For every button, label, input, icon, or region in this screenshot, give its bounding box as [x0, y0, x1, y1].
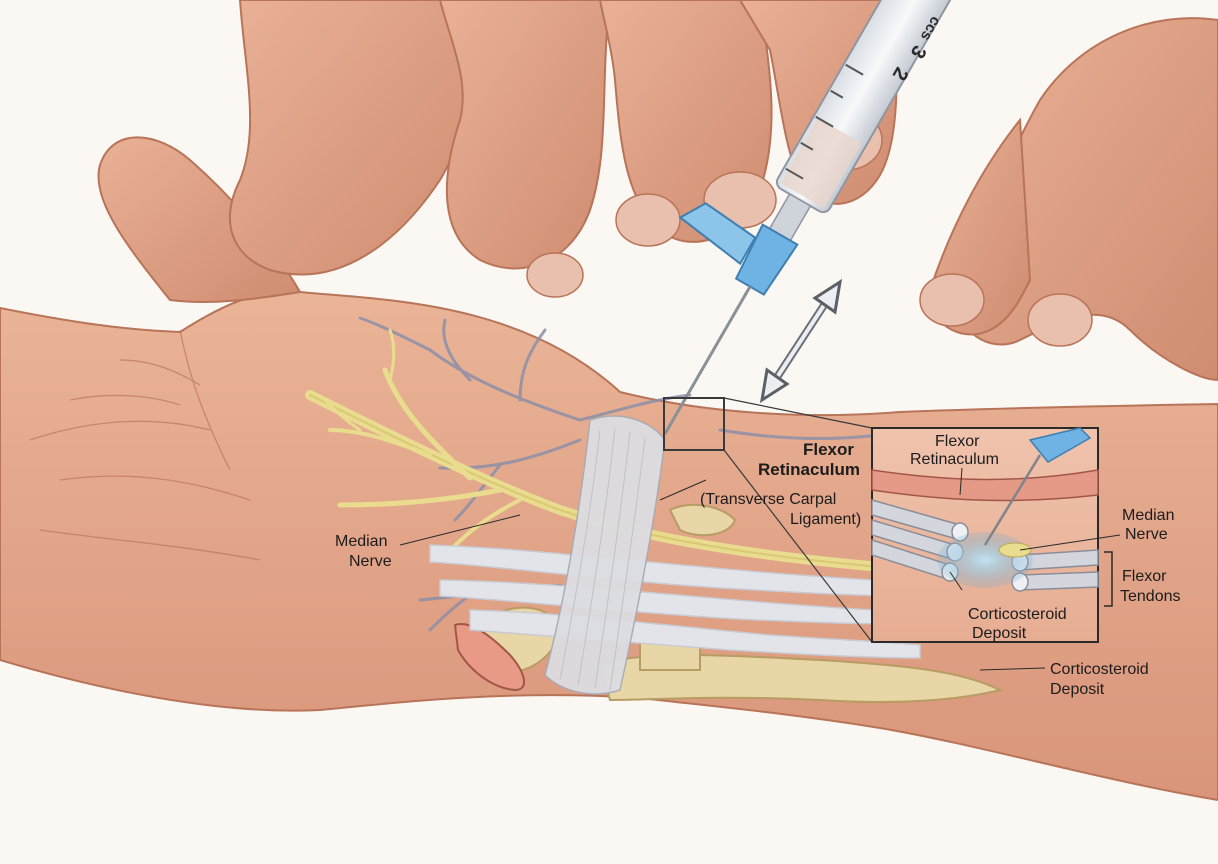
inset-corticosteroid-label-2: Deposit: [972, 625, 1027, 642]
doctor-left-hand: [229, 0, 898, 298]
zoom-box: [663, 397, 725, 451]
palm-creases: [29, 329, 261, 561]
median-nerve-label-1: Median: [335, 533, 388, 550]
leader-lines: [399, 479, 1046, 671]
inset-corticosteroid-label-1: Corticosteroid: [968, 606, 1067, 623]
zoom-line-bottom: [723, 449, 873, 643]
corticosteroid-label-2: Deposit: [1050, 681, 1105, 698]
inset-needle: [983, 427, 1092, 546]
hub-wing: [678, 202, 757, 266]
inset-nerve: [998, 542, 1032, 558]
needle: [663, 285, 752, 435]
tendons-bracket: [1104, 551, 1113, 607]
inset-retinaculum-label-2: Retinaculum: [910, 451, 999, 468]
median-nerve: [305, 328, 875, 571]
inset-flexor-tendons-label-1: Flexor: [1122, 568, 1167, 585]
flexor-retinaculum-sub-2: Ligament): [790, 511, 862, 528]
direction-arrow-icon: [759, 278, 843, 404]
zoom-line-top: [723, 397, 873, 429]
inset-deposit: [937, 532, 1033, 588]
doctor-right-hand: [919, 17, 1218, 382]
inset-median-nerve-label-2: Nerve: [1125, 526, 1168, 543]
flexor-retinaculum-band: [544, 415, 666, 695]
inset-panel: [871, 427, 1121, 643]
median-nerve-label-2: Nerve: [349, 553, 392, 570]
flexor-retinaculum-sub-1: (Transverse Carpal: [700, 491, 837, 508]
flexor-retinaculum-title-2: Retinaculum: [758, 460, 861, 479]
syringe-scale: [785, 63, 864, 180]
inset-median-nerve-label-1: Median: [1122, 507, 1175, 524]
inset-retinaculum-label-1: Flexor: [935, 433, 980, 450]
syringe-fluid: [780, 118, 862, 209]
syringe: [663, 0, 1005, 435]
patient-thumb: [97, 136, 302, 303]
flexor-retinaculum-title: Flexor: [803, 440, 855, 459]
corticosteroid-label-1: Corticosteroid: [1050, 661, 1149, 678]
inset-flexor-tendons-label-2: Tendons: [1120, 588, 1181, 605]
needle-hub: [734, 223, 799, 296]
retinaculum-fibers: [559, 427, 646, 691]
